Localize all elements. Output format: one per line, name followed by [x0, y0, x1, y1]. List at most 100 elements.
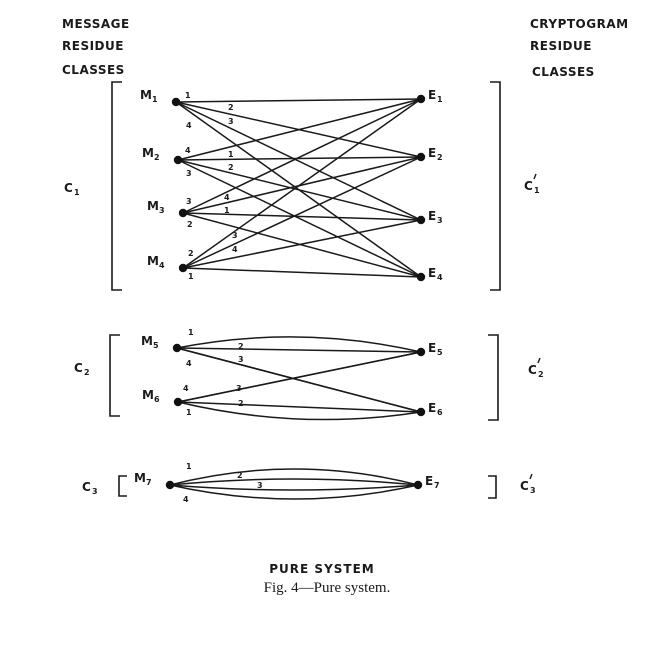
- prime-mark: [529, 473, 533, 480]
- key-edge-m3-e1-key-3: [182, 98, 422, 214]
- key-edge-m7-e7-key-4: [169, 484, 419, 500]
- key-edge-m4-e1-key-2: [182, 98, 422, 269]
- node-letter: E: [425, 474, 433, 488]
- node-subscript: 3: [437, 216, 443, 225]
- svg-text:3: 3: [92, 487, 98, 496]
- key-number-label: 4: [186, 121, 192, 130]
- svg-text:C: C: [524, 179, 533, 193]
- key-edge-m4-e4-key-1: [182, 267, 422, 278]
- node-subscript: 7: [146, 478, 152, 487]
- node-subscript: 3: [159, 206, 165, 215]
- key-edge-m2-e4-key-3: [177, 159, 422, 278]
- key-edge-m3-e3-key-1: [182, 212, 422, 221]
- node-dot: [178, 208, 188, 218]
- key-number-label: 1: [224, 206, 230, 215]
- left-bracket-c1: [111, 81, 122, 291]
- node-subscript: 5: [153, 341, 159, 350]
- node-subscript: 7: [434, 481, 440, 490]
- left-bracket-c3: [118, 475, 127, 497]
- key-number-label: 1: [188, 328, 194, 337]
- node-letter: M: [142, 388, 154, 402]
- node-subscript: 2: [154, 153, 160, 162]
- key-edge-m5-e5-key-2: [176, 347, 422, 353]
- svg-text:C: C: [520, 479, 529, 493]
- left-header-line-3: CLASSES: [62, 63, 125, 77]
- key-number-label: 3: [238, 355, 244, 364]
- key-edge-m3-e4-key-2: [182, 212, 422, 278]
- key-number-label: 3: [232, 231, 238, 240]
- node-letter: E: [428, 88, 436, 102]
- svg-text:C: C: [82, 480, 91, 494]
- node-dot: [416, 94, 426, 104]
- node-dot: [416, 407, 426, 417]
- key-number-label: 1: [186, 462, 192, 471]
- node-dot: [416, 272, 426, 282]
- key-number-label: 4: [224, 193, 230, 202]
- left-bracket-c2: [109, 334, 120, 417]
- left-header-line-2: RESIDUE: [62, 39, 124, 53]
- class-label-c3-left: C 3: [82, 480, 98, 496]
- prime-mark: [537, 357, 541, 364]
- key-edge-m7-e7-key-2: [169, 478, 419, 486]
- node-subscript: 1: [437, 95, 443, 104]
- node-dot: [178, 263, 188, 273]
- right-bracket-c1: [490, 81, 501, 291]
- node-dot: [171, 97, 181, 107]
- key-number-label: 2: [238, 399, 244, 408]
- key-number-label: 1: [186, 408, 192, 417]
- key-number-label: 2: [238, 342, 244, 351]
- key-edge-m6-e6-key-2: [177, 401, 422, 413]
- key-edge-m3-e2-key-4: [182, 156, 422, 214]
- key-edge-m4-e3-key-4: [182, 219, 422, 269]
- node-letter: M: [142, 146, 154, 160]
- node-subscript: 5: [437, 348, 443, 357]
- cryptogram-residue-header: CRYPTOGRAM RESIDUE CLASSES: [530, 17, 628, 79]
- key-number-label: 1: [228, 150, 234, 159]
- key-number-label: 3: [228, 117, 234, 126]
- node-subscript: 1: [152, 95, 158, 104]
- class-label-c1-left: C 1: [64, 181, 80, 197]
- node-subscript: 2: [437, 153, 443, 162]
- key-edge-m6-e6-key-1: [177, 401, 422, 421]
- key-number-label: 1: [185, 91, 191, 100]
- node-dot: [165, 480, 175, 490]
- svg-text:2: 2: [84, 368, 90, 377]
- node-letter: E: [428, 266, 436, 280]
- node-letter: E: [428, 209, 436, 223]
- left-header-line-1: MESSAGE: [62, 17, 130, 31]
- node-letter: M: [134, 471, 146, 485]
- key-edge-m7-e7-key-1: [169, 468, 419, 486]
- node-dot: [416, 152, 426, 162]
- svg-text:1: 1: [534, 186, 540, 195]
- key-edge-m1-e3-key-3: [175, 101, 422, 221]
- node-subscript: 6: [437, 408, 443, 417]
- svg-text:3: 3: [530, 486, 536, 495]
- svg-text:1: 1: [74, 188, 80, 197]
- key-number-label: 3: [257, 481, 263, 490]
- class-label-c2-left: C 2: [74, 361, 90, 377]
- key-edge-m4-e2-key-3: [182, 156, 422, 269]
- node-letter: M: [147, 254, 159, 268]
- brackets: [109, 81, 501, 499]
- figure-caption: Fig. 4—Pure system.: [264, 580, 391, 596]
- key-number-label: 1: [188, 272, 194, 281]
- key-number-label: 2: [228, 103, 234, 112]
- message-residue-header: MESSAGE RESIDUE CLASSES: [62, 17, 130, 77]
- key-number-label: 4: [185, 146, 191, 155]
- prime-mark: [533, 173, 537, 180]
- key-number-label: 3: [186, 197, 192, 206]
- node-dot: [172, 343, 182, 353]
- key-number-label: 4: [183, 384, 189, 393]
- key-number-label: 3: [186, 169, 192, 178]
